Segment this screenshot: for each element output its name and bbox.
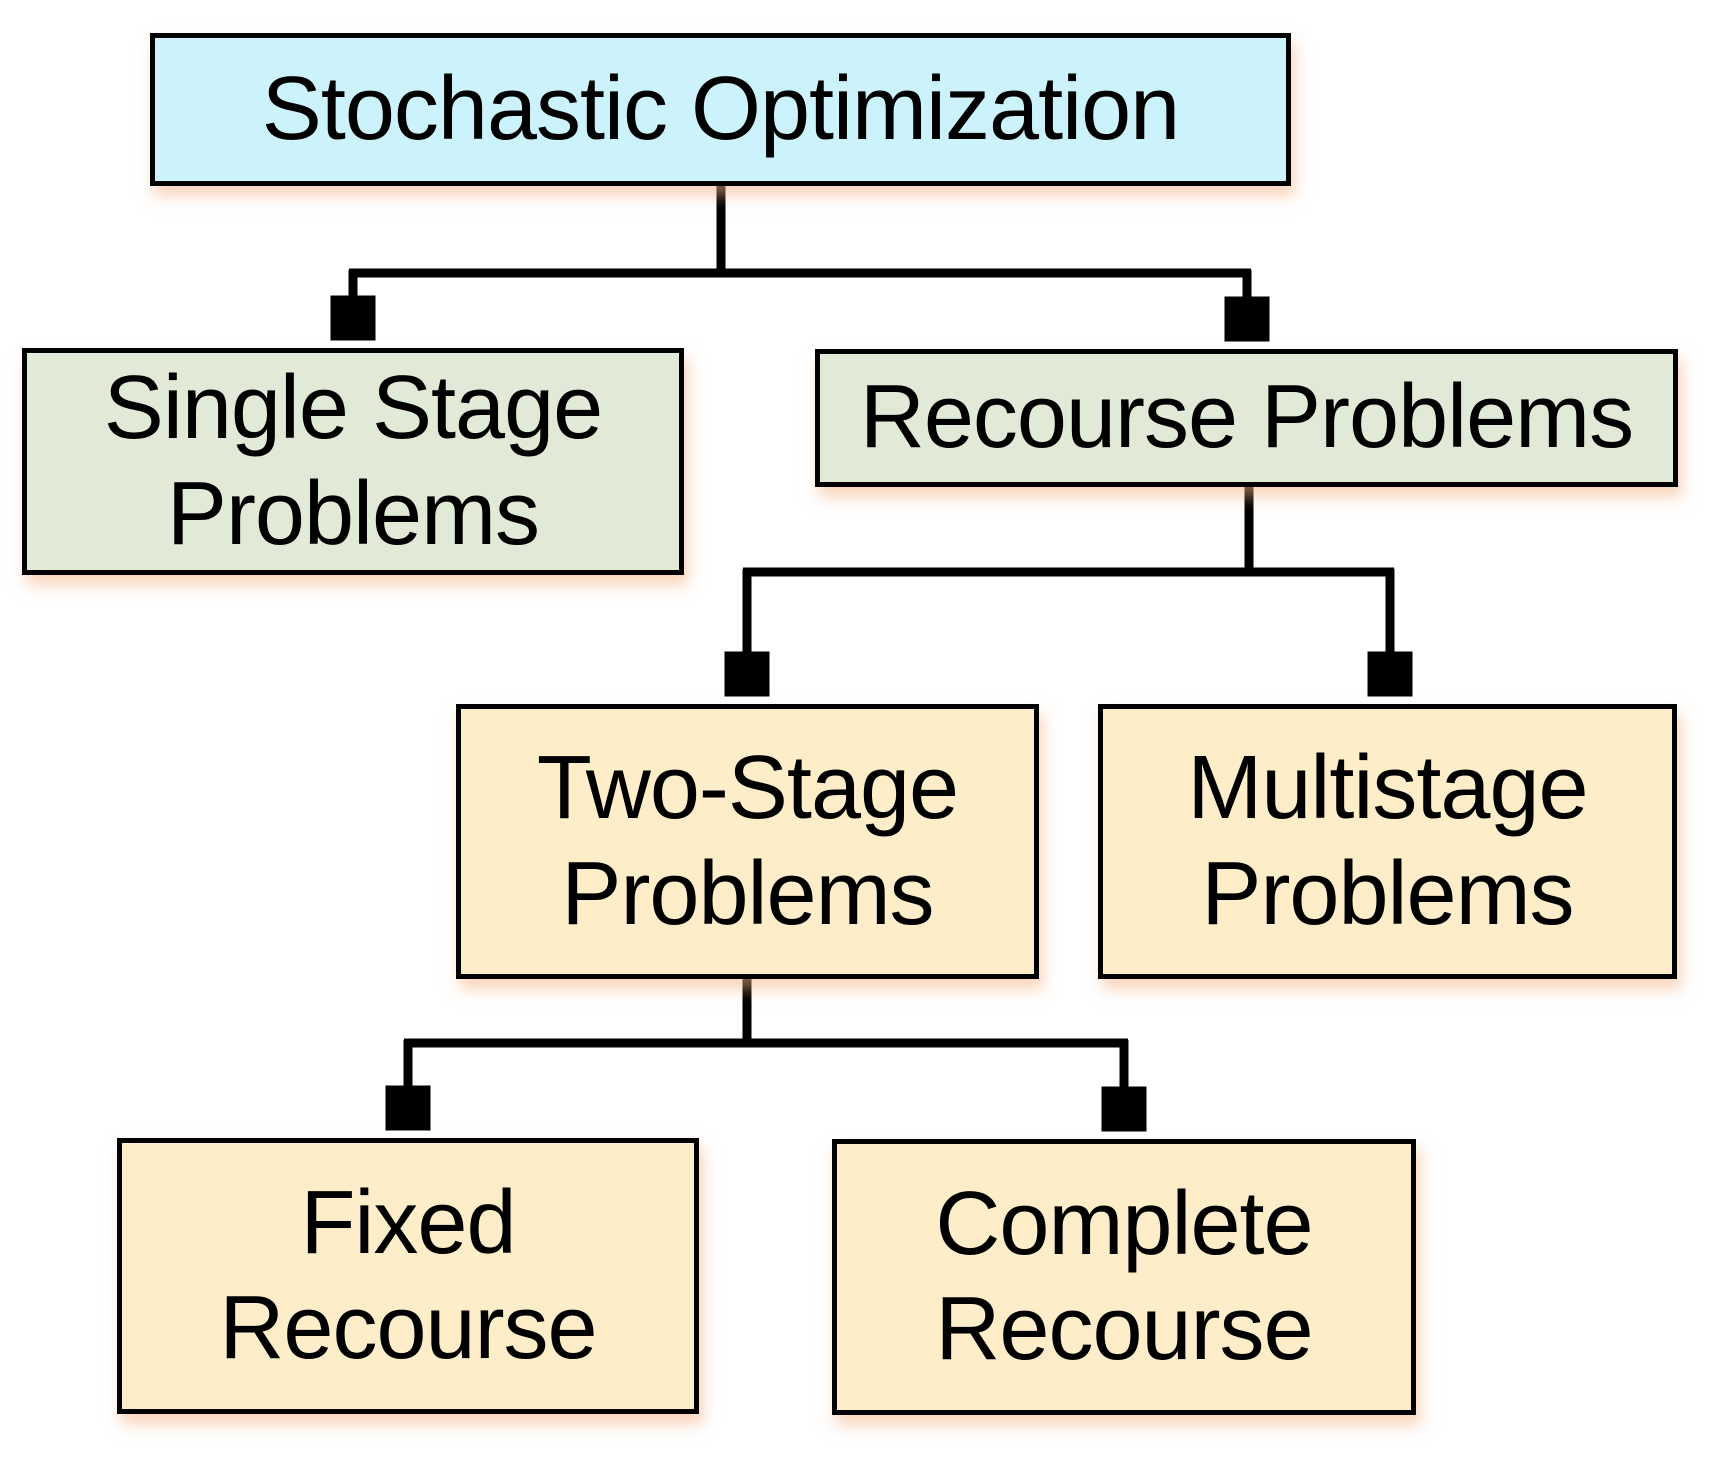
connector-twostage-to-level4 [404, 976, 1128, 1129]
node-label: Single Stage [103, 358, 603, 459]
node-single-stage-problems: Single Stage Problems [22, 348, 684, 575]
node-label: Two-Stage [536, 738, 959, 839]
node-label: Fixed [300, 1172, 516, 1273]
node-label: Recourse [219, 1278, 597, 1378]
node-two-stage-problems: Two-Stage Problems [456, 704, 1039, 979]
node-label: Complete [935, 1173, 1313, 1274]
node-recourse-problems: Recourse Problems [815, 349, 1678, 487]
node-label: Problems [166, 463, 540, 564]
node-label: Problems [561, 843, 934, 944]
node-multistage-problems: Multistage Problems [1098, 704, 1677, 979]
connector-root-to-level2 [349, 184, 1251, 339]
node-label: Recourse [935, 1279, 1313, 1379]
node-label: Multistage [1187, 738, 1588, 839]
connector-recourse-to-level3 [743, 485, 1394, 694]
node-label: Problems [1201, 843, 1574, 944]
node-stochastic-optimization: Stochastic Optimization [150, 33, 1291, 186]
node-label: Stochastic Optimization [261, 58, 1180, 159]
node-fixed-recourse: Fixed Recourse [117, 1138, 699, 1414]
node-label: Recourse Problems [859, 367, 1634, 468]
node-complete-recourse: Complete Recourse [832, 1139, 1416, 1415]
